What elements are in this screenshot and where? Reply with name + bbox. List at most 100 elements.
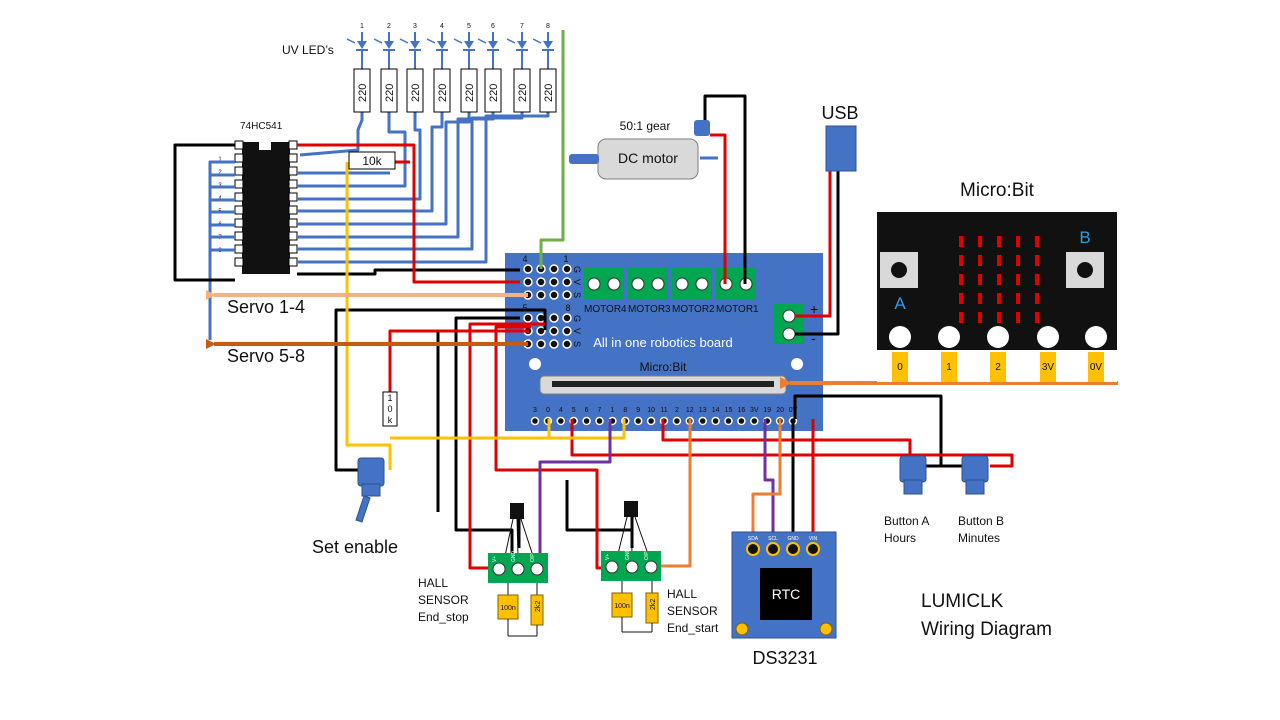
svg-text:13: 13 — [699, 407, 707, 414]
wires — [173, 30, 1014, 600]
motor3-label: MOTOR3 — [628, 304, 671, 315]
svg-text:DC motor: DC motor — [618, 150, 678, 166]
button-b — [961, 455, 989, 495]
svg-text:SCL: SCL — [768, 536, 778, 542]
svg-text:SENSOR: SENSOR — [667, 604, 718, 618]
board-label: All in one robotics board — [593, 335, 732, 350]
svg-text:S: S — [572, 292, 582, 298]
svg-text:14: 14 — [712, 407, 720, 414]
svg-text:7: 7 — [598, 407, 602, 414]
svg-text:2: 2 — [675, 407, 679, 414]
svg-text:End_start: End_start — [667, 621, 719, 635]
button-a — [899, 455, 927, 495]
motor2-label: MOTOR2 — [672, 304, 715, 315]
labels: UV LED’s 74HC541 Servo 1-4 Servo 5-8 MOT… — [227, 43, 1052, 668]
diagram-title-line1: LUMICLK — [921, 591, 1004, 612]
svg-text:8: 8 — [546, 23, 550, 30]
uv-led-2: 2 220 — [373, 23, 398, 113]
svg-text:V: V — [572, 328, 582, 334]
set-enable-switch — [355, 457, 385, 523]
uv-led-8: 8 220 — [532, 23, 557, 113]
svg-text:100n: 100n — [500, 605, 516, 612]
board-slot-label: Micro:Bit — [640, 360, 687, 374]
svg-text:6: 6 — [585, 407, 589, 414]
svg-text:1: 1 — [610, 407, 614, 414]
svg-text:HALL: HALL — [418, 576, 448, 590]
svg-text:G: G — [572, 315, 582, 322]
svg-text:4: 4 — [559, 407, 563, 414]
svg-text:220: 220 — [517, 84, 529, 102]
svg-text:16: 16 — [738, 407, 746, 414]
rtc-name-label: DS3231 — [752, 648, 817, 668]
motor1-label: MOTOR1 — [716, 304, 759, 315]
svg-text:GND: GND — [511, 551, 517, 563]
microbit-button-a-label: A — [894, 294, 906, 313]
hall-sensor-end-stop — [488, 503, 548, 637]
svg-text:Button B: Button B — [958, 514, 1004, 528]
svg-text:6: 6 — [491, 23, 495, 30]
svg-text:12: 12 — [686, 407, 694, 414]
uv-led-3: 3 220 — [399, 23, 424, 113]
usb-connector: USB — [821, 103, 859, 172]
svg-text:0V: 0V — [789, 407, 798, 414]
svg-text:V: V — [572, 279, 582, 285]
svg-text:Button A: Button A — [884, 514, 929, 528]
svg-text:1: 1 — [563, 254, 568, 264]
svg-text:SENSOR: SENSOR — [418, 593, 469, 607]
svg-text:End_stop: End_stop — [418, 610, 469, 624]
svg-text:2k2: 2k2 — [535, 601, 542, 612]
svg-text:220: 220 — [543, 84, 555, 102]
svg-text:VIN: VIN — [809, 536, 818, 542]
microbit-label: Micro:Bit — [960, 180, 1035, 201]
set-enable-label: Set enable — [312, 537, 398, 557]
svg-text:10: 10 — [647, 407, 655, 414]
pot-resistor: 1 0 k — [382, 391, 398, 427]
diagram-title-line2: Wiring Diagram — [921, 619, 1052, 640]
rtc-chip-label: RTC — [772, 586, 801, 602]
servo-5-8-label: Servo 5-8 — [227, 346, 305, 366]
microbit-pad-label: 0 — [897, 362, 903, 373]
svg-text:Minutes: Minutes — [958, 531, 1000, 545]
svg-text:220: 220 — [384, 84, 396, 102]
svg-text:220: 220 — [410, 84, 422, 102]
svg-text:9: 9 — [636, 407, 640, 414]
svg-text:100n: 100n — [614, 603, 630, 610]
svg-text:4: 4 — [440, 23, 444, 30]
svg-text:20: 20 — [776, 407, 784, 414]
svg-text:Hours: Hours — [884, 531, 916, 545]
svg-text:SDA: SDA — [748, 536, 759, 542]
svg-text:50:1 gear: 50:1 gear — [620, 119, 671, 133]
microbit-pad-label: 0V — [1090, 362, 1103, 373]
dc-motor: DC motor 50:1 gear — [569, 119, 710, 180]
svg-text:5: 5 — [522, 303, 527, 313]
rtc-module: RTC — [731, 531, 837, 639]
microbit-pad-label: 2 — [995, 362, 1001, 373]
svg-text:3V: 3V — [750, 407, 759, 414]
motor4-label: MOTOR4 — [584, 304, 627, 315]
svg-text:2k2: 2k2 — [650, 599, 657, 610]
svg-text:G: G — [572, 266, 582, 273]
svg-text:1: 1 — [387, 393, 392, 403]
microbit-pad-label: 3V — [1042, 362, 1055, 373]
svg-text:15: 15 — [725, 407, 733, 414]
svg-text:S: S — [572, 341, 582, 347]
power-plus-label: + — [810, 301, 818, 317]
svg-text:O/P: O/P — [530, 553, 536, 562]
hall-sensor-end-start — [601, 501, 661, 633]
svg-text:HALL: HALL — [667, 587, 697, 601]
svg-text:2: 2 — [218, 170, 222, 176]
svg-text:4: 4 — [522, 254, 527, 264]
svg-text:3: 3 — [413, 23, 417, 30]
svg-text:5: 5 — [572, 407, 576, 414]
motor-terminals — [584, 268, 756, 300]
uv-leds-label: UV LED’s — [282, 43, 334, 57]
svg-text:O/P: O/P — [644, 551, 650, 560]
svg-text:2: 2 — [387, 23, 391, 30]
svg-text:GND: GND — [625, 549, 631, 561]
svg-text:0: 0 — [546, 407, 550, 414]
